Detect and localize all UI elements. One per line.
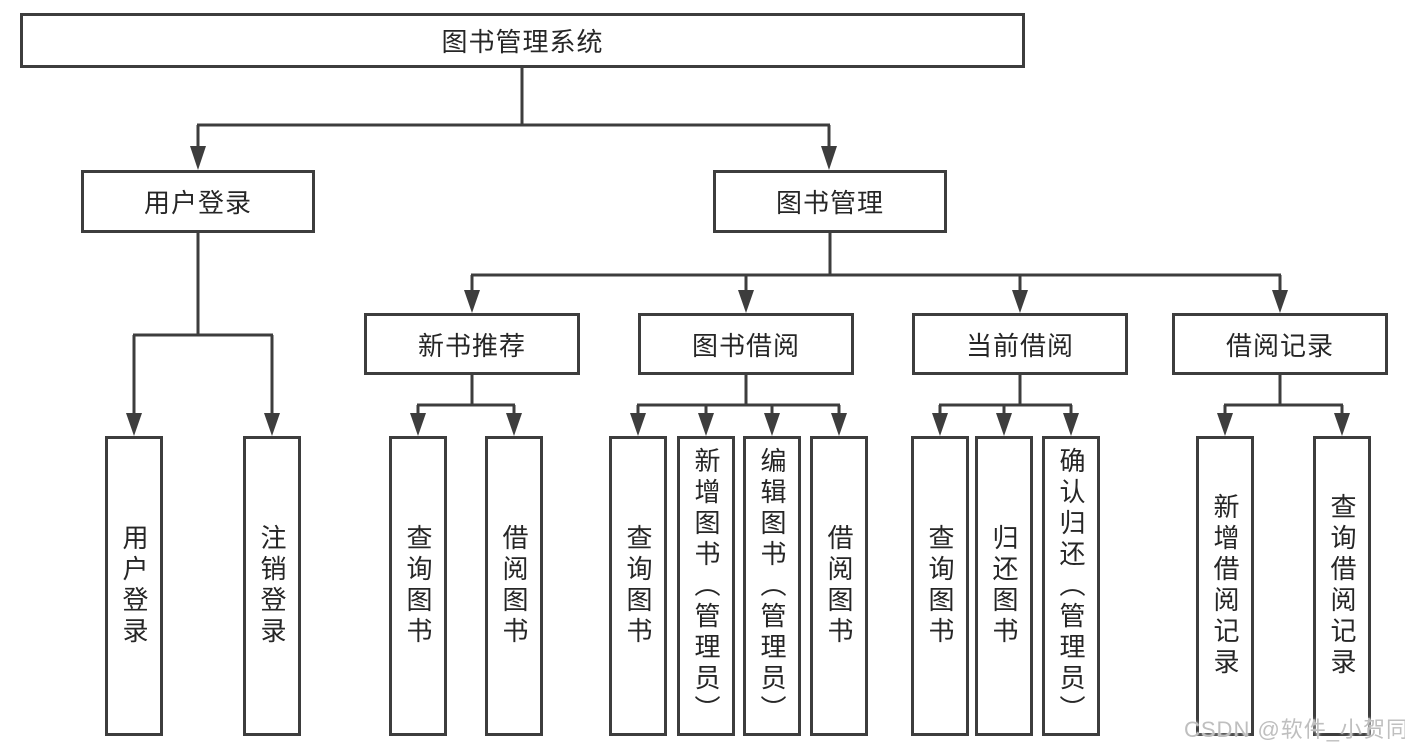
arrowheads <box>126 146 1350 436</box>
leaf-borrowing-borrow-books: 借阅图书 <box>810 436 868 736</box>
node-book-management: 图书管理 <box>713 170 947 233</box>
leaf-return-books: 归还图书 <box>975 436 1033 736</box>
leaf-edit-books-admin: 编辑图书（管理员） <box>743 436 801 736</box>
node-borrowing-records: 借阅记录 <box>1172 313 1388 375</box>
node-new-book-recommendation: 新书推荐 <box>364 313 580 375</box>
leaf-add-books-admin: 新增图书（管理员） <box>677 436 735 736</box>
leaf-add-borrow-record: 新增借阅记录 <box>1196 436 1254 736</box>
node-root-system: 图书管理系统 <box>20 13 1025 68</box>
node-user-login: 用户登录 <box>81 170 315 233</box>
leaf-recommend-query-books: 查询图书 <box>389 436 447 736</box>
leaf-query-borrow-record: 查询借阅记录 <box>1313 436 1371 736</box>
leaf-user-login: 用户登录 <box>105 436 163 736</box>
leaf-logout-login: 注销登录 <box>243 436 301 736</box>
connector-lines <box>132 68 1344 416</box>
node-book-borrowing: 图书借阅 <box>638 313 854 375</box>
leaf-borrowing-query-books: 查询图书 <box>609 436 667 736</box>
csdn-watermark: CSDN @软件_小贺同学 <box>1184 717 1405 742</box>
leaf-current-query-books: 查询图书 <box>911 436 969 736</box>
node-current-borrowing: 当前借阅 <box>912 313 1128 375</box>
leaf-confirm-return-admin: 确认归还（管理员） <box>1042 436 1100 736</box>
leaf-recommend-borrow-books: 借阅图书 <box>485 436 543 736</box>
